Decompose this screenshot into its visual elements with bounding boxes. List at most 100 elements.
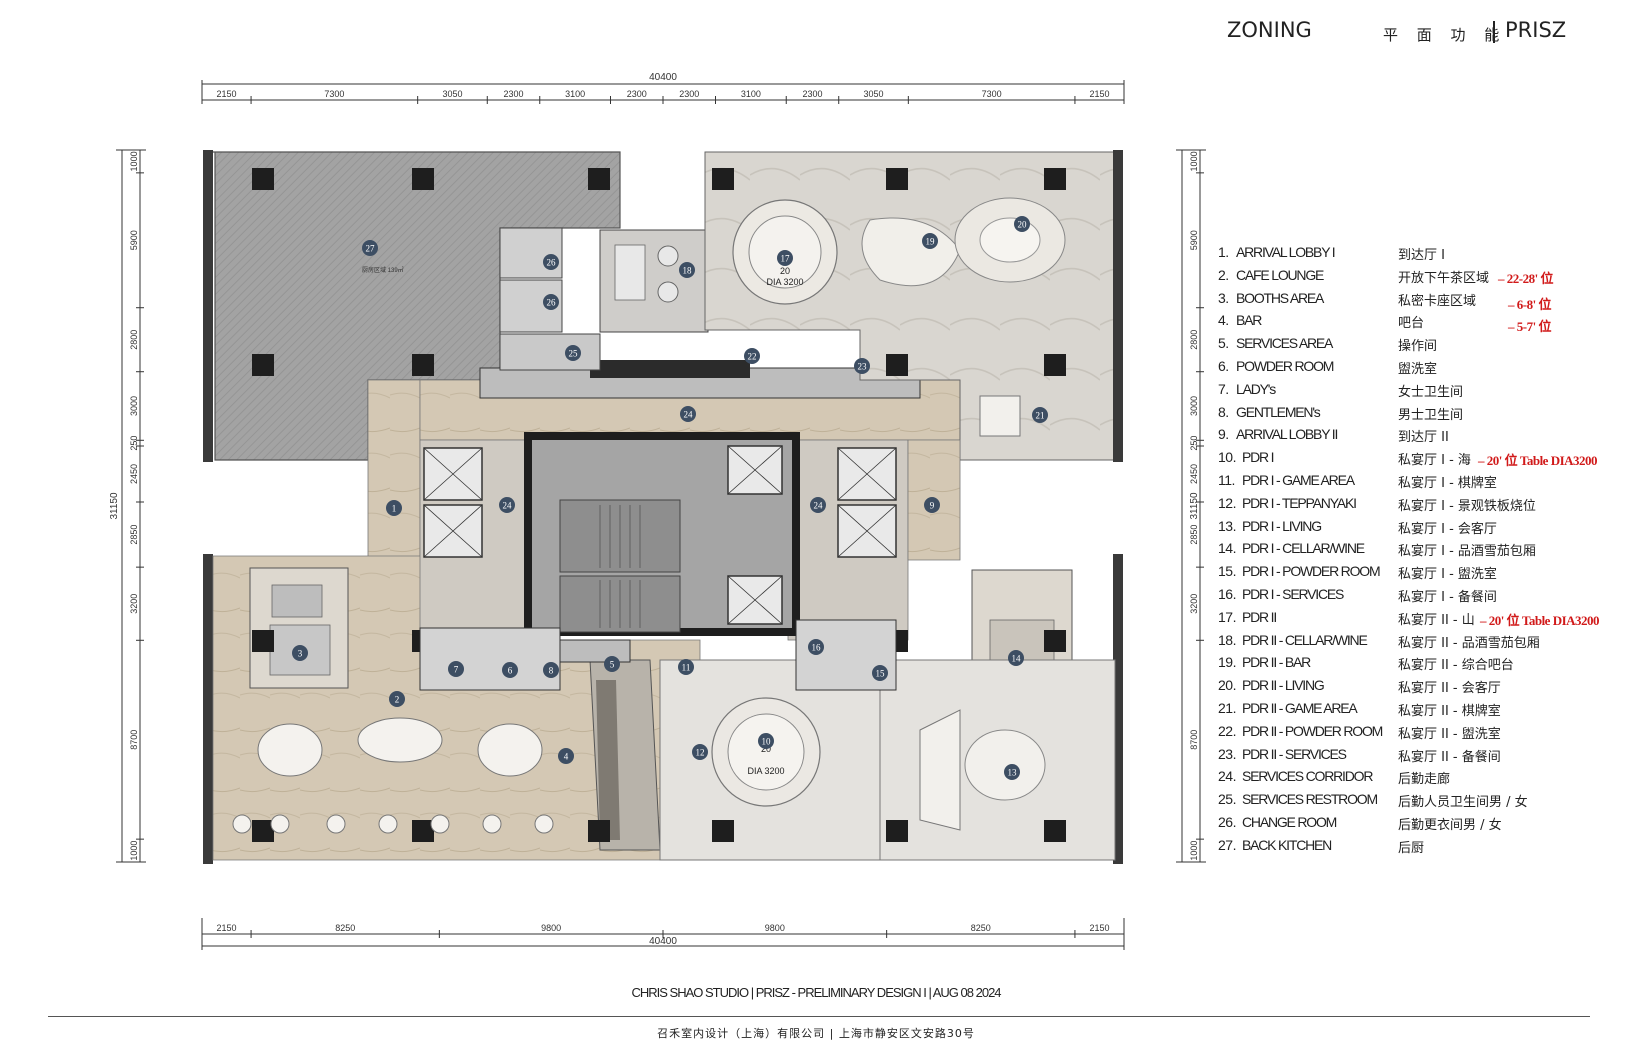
top-total-dimension: 40400 xyxy=(649,72,677,83)
legend-number: 22. xyxy=(1218,722,1236,739)
bottom-dimension-chain xyxy=(201,918,1125,950)
zone-marker-24 xyxy=(499,497,515,513)
zone-marker-13 xyxy=(1004,764,1020,780)
legend-capacity-note: – 20' 位 Table DIA3200 xyxy=(1480,612,1600,628)
right-dimension-label: 1000 xyxy=(1189,151,1199,171)
zone-marker-label: 26 xyxy=(547,298,557,308)
zoning-title-cn: 平 面 功 能 xyxy=(1383,26,1507,44)
bottom-dimension-label: 2150 xyxy=(1089,923,1109,933)
zone-marker-24 xyxy=(680,406,696,422)
legend-english: ARRIVAL LOBBY I xyxy=(1236,244,1336,260)
top-dimension-label: 7300 xyxy=(324,89,344,99)
pdr1-table-size: DIA 3200 xyxy=(747,766,784,776)
zone-marker-9 xyxy=(924,497,940,513)
zone-marker-19 xyxy=(922,233,938,249)
left-dimension-label: 5900 xyxy=(129,230,139,250)
right-dimension-label: 5900 xyxy=(1189,230,1199,250)
zone-marker-label: 12 xyxy=(696,748,705,758)
top-dimension-label: 3050 xyxy=(864,89,884,99)
legend-english: PDR II - POWDER ROOM xyxy=(1242,722,1383,739)
zone-marker-12 xyxy=(692,744,708,760)
legend-number: 9. xyxy=(1218,426,1229,443)
zone-marker-26 xyxy=(543,294,559,310)
legend-number: 3. xyxy=(1218,289,1229,306)
zone-marker-label: 6 xyxy=(508,666,513,676)
left-dimension-label: 1000 xyxy=(129,841,139,861)
legend-number: 16. xyxy=(1218,586,1236,602)
services-restroom xyxy=(499,333,601,371)
zone-marker-label: 1 xyxy=(392,504,397,514)
right-dimension-label: 2800 xyxy=(1189,330,1199,350)
facade-wall-right-lower xyxy=(1113,554,1123,864)
legend-english: BAR xyxy=(1236,312,1262,329)
facade-wall-right-upper xyxy=(1113,150,1123,462)
top-dimension-label: 2300 xyxy=(679,89,699,99)
service-wall xyxy=(590,360,750,378)
legend-chinese: 后勤更衣间男 / 女 xyxy=(1398,818,1502,833)
elevator-crosses xyxy=(423,445,897,625)
legend-english: ARRIVAL LOBBY II xyxy=(1236,426,1338,443)
legend-english: SERVICES RESTROOM xyxy=(1242,791,1378,808)
legend-number: 23. xyxy=(1218,745,1236,762)
legend-number: 24. xyxy=(1218,768,1236,785)
zone-marker-label: 24 xyxy=(684,410,694,420)
zone-marker-label: 3 xyxy=(298,649,303,659)
legend-number: 19. xyxy=(1218,654,1236,671)
legend-chinese: 女士卫生间 xyxy=(1398,384,1464,400)
pdr1-round-table xyxy=(727,713,805,791)
legend-number: 20. xyxy=(1218,677,1236,694)
zone-marker-25 xyxy=(565,345,581,361)
zone-marker-label: 20 xyxy=(1018,220,1028,230)
top-dimension-label: 3100 xyxy=(565,89,585,99)
legend-english: BOOTHS AREA xyxy=(1236,289,1324,306)
bottom-dimension-label: 9800 xyxy=(765,923,785,933)
legend-chinese: 男士卫生间 xyxy=(1398,407,1464,423)
legend-english: SERVICES AREA xyxy=(1236,335,1333,352)
top-dimension-label: 3050 xyxy=(442,89,462,99)
zone-marker-27 xyxy=(362,240,378,256)
zone-marker-label: 19 xyxy=(926,237,936,247)
legend-english: PDR I - GAME AREA xyxy=(1242,472,1355,488)
pdr1-living-rug xyxy=(964,729,1046,801)
pdr2-table-size: DIA 3200 xyxy=(766,277,803,287)
bottom-dimension-label: 8250 xyxy=(335,923,355,933)
back-kitchen-note: 厨房区域 139㎡ xyxy=(362,266,404,274)
top-dimension-label: 3100 xyxy=(741,89,761,99)
right-dimension-label: 2450 xyxy=(1189,464,1199,484)
legend-number: 7. xyxy=(1218,380,1229,397)
zone-marker-17 xyxy=(777,250,793,266)
legend-number: 18. xyxy=(1218,631,1236,648)
facade-wall-left-lower xyxy=(203,554,213,864)
zone-marker-21 xyxy=(1032,407,1048,423)
facade-wall-left-upper xyxy=(203,150,213,462)
legend-chinese: 私宴厅 II - 山 xyxy=(1398,612,1475,628)
legend-number: 2. xyxy=(1218,266,1229,283)
legend-number: 21. xyxy=(1218,700,1236,716)
legend-number: 13. xyxy=(1218,517,1236,534)
stair-treads xyxy=(599,505,641,628)
left-dimension-label: 3000 xyxy=(129,396,139,416)
legend-english: POWDER ROOM xyxy=(1236,358,1334,374)
footer-divider xyxy=(48,1016,1590,1017)
top-dimension-label: 2300 xyxy=(802,89,822,99)
top-dimension-chain xyxy=(201,80,1125,104)
right-dimension-label: 8700 xyxy=(1189,730,1199,750)
legend-number: 5. xyxy=(1218,335,1229,352)
top-dimension-label: 2300 xyxy=(504,89,524,99)
legend-number: 10. xyxy=(1218,449,1236,466)
legend-chinese: 私宴厅 II - 综合吧台 xyxy=(1398,658,1514,674)
legend-number: 14. xyxy=(1218,540,1236,557)
services-area xyxy=(559,639,631,663)
zone-marker-label: 10 xyxy=(762,737,772,747)
legend-english: BACK KITCHEN xyxy=(1242,836,1332,853)
pdr2-bar-counter xyxy=(861,217,961,287)
legend-english: PDR I xyxy=(1242,449,1275,466)
zone-marker-15 xyxy=(872,665,888,681)
legend-english: LADY's xyxy=(1236,380,1276,397)
left-total-dimension: 31150 xyxy=(109,492,120,520)
booth-table xyxy=(271,584,323,618)
legend-chinese: 私宴厅 I - 海 xyxy=(1398,453,1471,469)
zone-marker-label: 25 xyxy=(569,349,579,359)
